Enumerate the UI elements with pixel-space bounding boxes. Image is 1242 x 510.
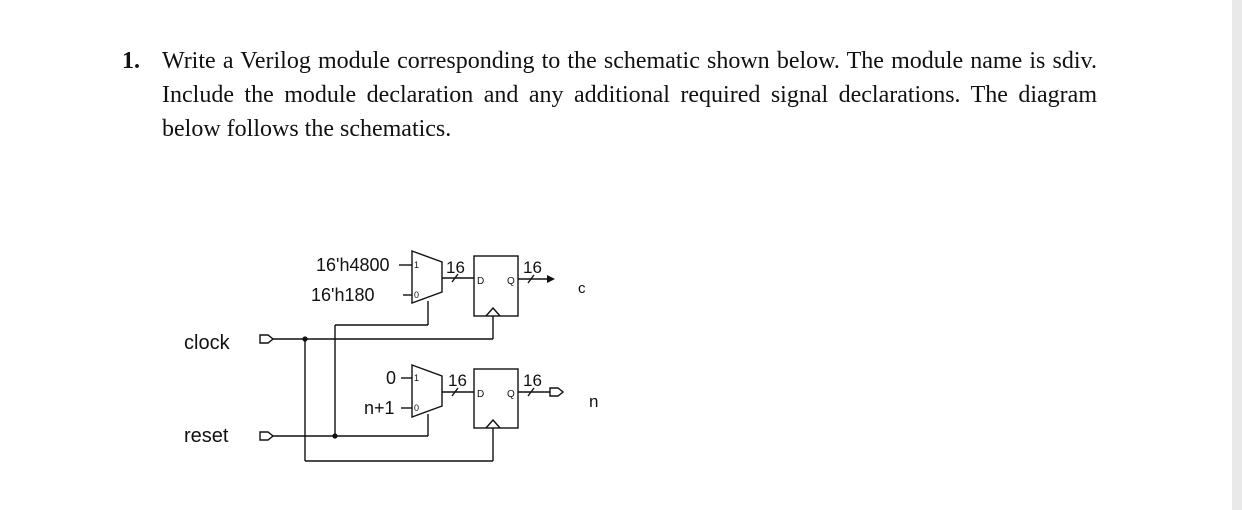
clock-label: clock [184, 332, 231, 354]
mux-bottom-sel0: 0 [414, 403, 419, 413]
n-port-icon [549, 387, 565, 397]
bus-bottom-d-width: 16 [448, 371, 467, 390]
bus-top-q-width: 16 [523, 258, 542, 277]
bus-bottom-q-width: 16 [523, 371, 542, 390]
mux-bottom-in1-label: 0 [386, 368, 396, 388]
mux-top-sel1: 1 [414, 260, 419, 270]
output-n-label: n [589, 392, 598, 411]
c-arrow-icon [547, 275, 555, 283]
mux-bottom-sel1: 1 [414, 373, 419, 383]
reset-port-icon [259, 431, 275, 441]
reg-top-d-label: D [477, 276, 484, 287]
reg-bottom-d-label: D [477, 389, 484, 400]
reset-net [273, 301, 429, 439]
reset-label: reset [184, 425, 229, 447]
mux-top: 16'h4800 16'h180 1 0 [311, 249, 443, 305]
bus-top-d-width: 16 [446, 258, 465, 277]
bus-bottom-d: 16 [442, 371, 474, 397]
mux-top-in1-label: 16'h4800 [316, 255, 390, 275]
question-block: 1. Write a Verilog module corresponding … [122, 44, 1097, 146]
clock-net [273, 316, 494, 462]
reg-bottom-q-label: Q [507, 389, 515, 400]
question-text: Write a Verilog module corresponding to … [162, 48, 1097, 142]
scrollbar[interactable] [1232, 0, 1242, 510]
bus-top-d: 16 [442, 258, 474, 283]
register-top: D Q [473, 255, 519, 317]
mux-top-in0-label: 16'h180 [311, 285, 375, 305]
bus-top-q: 16 c [518, 258, 586, 297]
mux-top-sel0: 0 [414, 290, 419, 300]
register-bottom: D Q [473, 368, 519, 429]
mux-bottom-in0-label: n+1 [364, 398, 395, 418]
output-c-label: c [578, 280, 586, 297]
bus-bottom-q: 16 n [518, 371, 598, 411]
reg-top-q-label: Q [507, 276, 515, 287]
mux-bottom: 0 n+1 1 0 [364, 363, 443, 419]
question-number: 1. [122, 48, 140, 74]
clock-port-icon [259, 334, 275, 344]
